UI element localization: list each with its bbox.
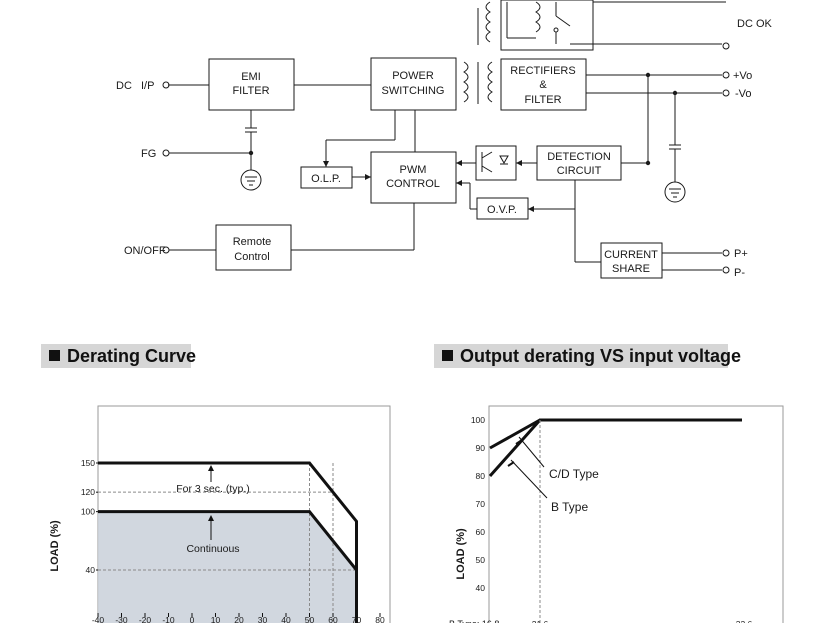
y-tick-label: 40: [476, 583, 486, 593]
annotation-arrowhead-2: [208, 515, 214, 521]
ip-label: I/P: [141, 80, 154, 92]
emi-line2: FILTER: [232, 85, 269, 97]
x-tick-label: -40: [92, 615, 105, 623]
x-tick-label: 30: [258, 615, 268, 623]
block-diagram: DC OK DC I/P FG ON/OFF EMI FILTER POWER …: [116, 0, 773, 279]
vo-plus-label: +Vo: [733, 70, 752, 82]
annotation-continuous: Continuous: [186, 543, 239, 555]
y-tick-label: 80: [476, 471, 486, 481]
rect-line2: &: [539, 79, 547, 91]
onoff-label: ON/OFF: [124, 245, 166, 257]
rectifiers-block: [500, 58, 587, 111]
power-switching-block: [370, 57, 457, 111]
x-tick-label: -10: [162, 615, 175, 623]
x-tick-label: 70: [352, 615, 362, 623]
output-derating-title: Output derating VS input voltage: [460, 346, 741, 366]
cd-leader: [518, 436, 545, 468]
rect-line3: FILTER: [524, 94, 561, 106]
transformer-primary: [463, 61, 469, 103]
x-tick-label: -30: [115, 615, 128, 623]
x-tick-label: 80: [375, 615, 385, 623]
relay-box: [500, 0, 594, 51]
y-tick-label: 100: [471, 415, 485, 425]
olp-label: O.L.P.: [311, 173, 341, 185]
x-tick-label: 10: [211, 615, 221, 623]
rect-line1: RECTIFIERS: [510, 65, 575, 77]
detection-line1: DETECTION: [547, 151, 611, 163]
annotation-arrowhead-1: [208, 465, 214, 471]
continuous-area: [98, 511, 357, 623]
power-line1: POWER: [392, 70, 434, 82]
y-tick-label: 40: [86, 565, 96, 575]
dc-label: DC: [116, 80, 132, 92]
y-tick-label: 60: [476, 527, 486, 537]
b-leader: [510, 459, 548, 499]
y-tick-label: 90: [476, 443, 486, 453]
output-derating-header: Output derating VS input voltage: [434, 344, 741, 368]
remote-line1: Remote: [233, 236, 272, 248]
power-line2: SWITCHING: [382, 85, 445, 97]
derating-curve-header: Derating Curve: [41, 344, 196, 368]
annotation-for-3-sec: For 3 sec. (typ.): [176, 483, 250, 495]
x-tick-label: 60: [328, 615, 338, 623]
derating-curve-chart: 40 100 120 150 -40 -30 -20 -10 0 10 20 30 40 50 60 70 80…: [49, 405, 391, 623]
coil-left: [485, 1, 491, 43]
current-line2: SHARE: [612, 263, 650, 275]
b-tick: [507, 461, 515, 467]
vo-minus-label: -Vo: [735, 88, 752, 100]
fg-label: FG: [141, 148, 156, 160]
remote-control-block: [215, 224, 292, 271]
detection-line2: CIRCUIT: [557, 165, 602, 177]
cd-tick: [515, 439, 523, 445]
emi-line1: EMI: [241, 71, 261, 83]
x-tick-label: -20: [139, 615, 152, 623]
x-tick-label: 20: [234, 615, 244, 623]
output-derating-chart: 40 50 60 70 80 90 100 B Type: 16.8 21.6 33.6 C/D …: [449, 405, 784, 623]
pwm-line1: PWM: [400, 164, 427, 176]
x-tick-label: 33.6: [736, 619, 753, 623]
cd-type-label: C/D Type: [549, 467, 599, 481]
y-tick-label: 70: [476, 499, 486, 509]
pwm-line2: CONTROL: [386, 178, 440, 190]
plot-frame: [488, 405, 784, 623]
y-tick-label: 150: [81, 458, 95, 468]
square-bullet-icon: [442, 350, 453, 361]
dc-ok-label: DC OK: [737, 18, 773, 30]
p-minus-label: P-: [734, 267, 745, 279]
b-type-label: B Type: [551, 500, 588, 514]
ovp-label: O.V.P.: [487, 204, 517, 216]
coil-right: [535, 1, 541, 33]
x-tick-label: 50: [305, 615, 315, 623]
x-tick-label: 0: [190, 615, 195, 623]
y-tick-label: 50: [476, 555, 486, 565]
current-share-block: [600, 242, 663, 279]
x-row-label: B Type: 16.8: [449, 619, 499, 623]
output-ylabel: LOAD (%): [455, 528, 467, 580]
square-bullet-icon: [49, 350, 60, 361]
derating-ylabel: LOAD (%): [49, 520, 61, 572]
series-line-1: [98, 510, 358, 623]
derating-curve-title: Derating Curve: [67, 346, 197, 366]
p-plus-label: P+: [734, 248, 748, 260]
x-tick-label: 21.6: [532, 619, 549, 623]
current-line1: CURRENT: [604, 249, 658, 261]
remote-line2: Control: [234, 251, 269, 263]
x-tick-label: 40: [281, 615, 291, 623]
y-tick-label: 120: [81, 487, 95, 497]
y-tick-label: 100: [81, 507, 95, 517]
